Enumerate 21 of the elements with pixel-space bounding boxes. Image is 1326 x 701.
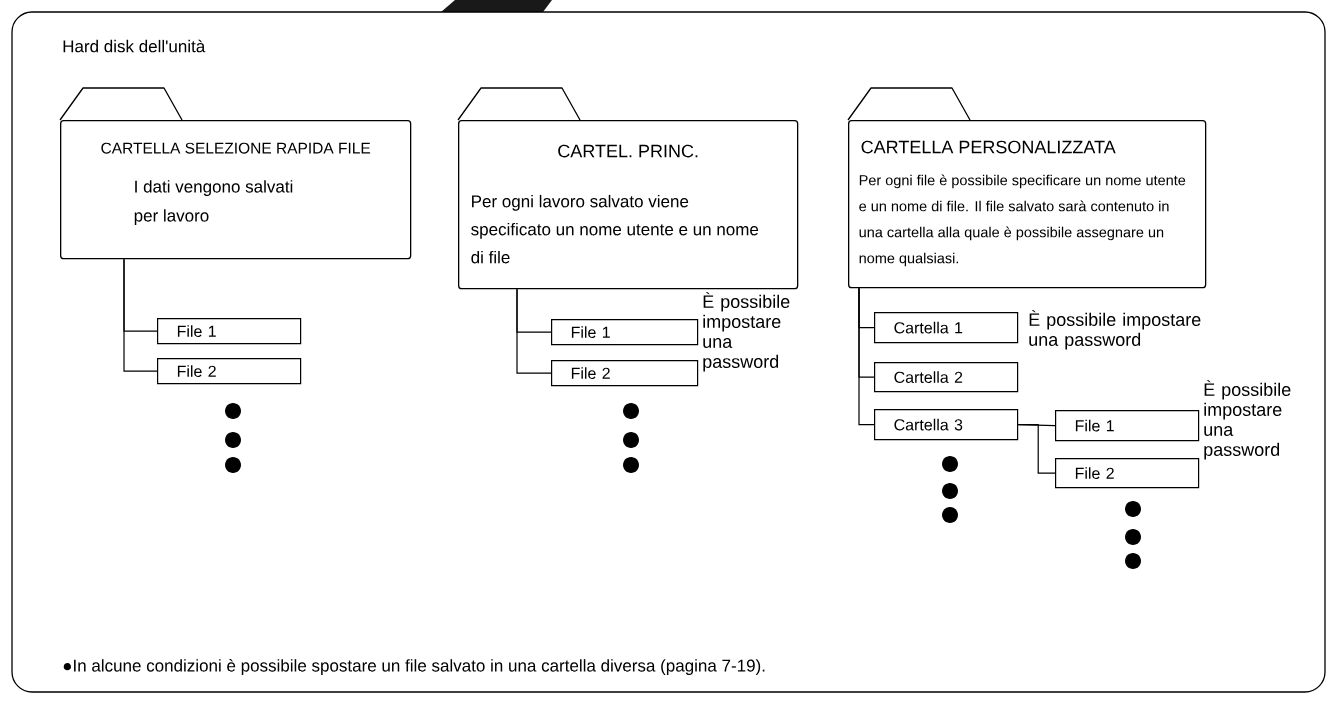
file-box: File 2 xyxy=(551,360,699,387)
annotation-text: È possibile impostare una password xyxy=(1204,380,1291,460)
tree-line xyxy=(1017,424,1056,474)
folder-box: CARTELLA PERSONALIZZATA Per ogni file è possibile specificare un nome utente e un nome di file. Il file salvato sarà contenuto in una cartella alla quale è possibile assegnare un nome qualsiasi. xyxy=(847,87,1207,289)
tree-line xyxy=(123,258,158,372)
folder-box: CARTELLA SELEZIONE RAPIDA FILE I dati vengono salvati per lavoro xyxy=(59,87,412,260)
tree-line xyxy=(516,288,552,374)
file-box: File 1 xyxy=(551,319,699,346)
annotation-text: È possibile impostare una password xyxy=(703,292,790,372)
file-box: Cartella 2 xyxy=(874,362,1019,393)
heading: Hard disk dell'unità xyxy=(63,39,206,53)
folder-box: CARTEL. PRINC. Per ogni lavoro salvato viene specificato un nome utente e un nome di file xyxy=(457,87,799,290)
annotation-text: È possibile impostare una password xyxy=(1029,310,1201,350)
file-box: File 2 xyxy=(157,358,302,385)
file-box: File 1 xyxy=(157,318,302,345)
file-box: Cartella 3 xyxy=(874,409,1019,441)
file-box: Cartella 1 xyxy=(874,312,1019,344)
note-text: ●In alcune condizioni è possibile spostare un file salvato in una cartella diversa (pagina 7-19). xyxy=(63,658,765,675)
tree-line xyxy=(858,287,875,426)
file-box: File 1 xyxy=(1055,410,1200,442)
file-box: File 2 xyxy=(1055,458,1200,489)
